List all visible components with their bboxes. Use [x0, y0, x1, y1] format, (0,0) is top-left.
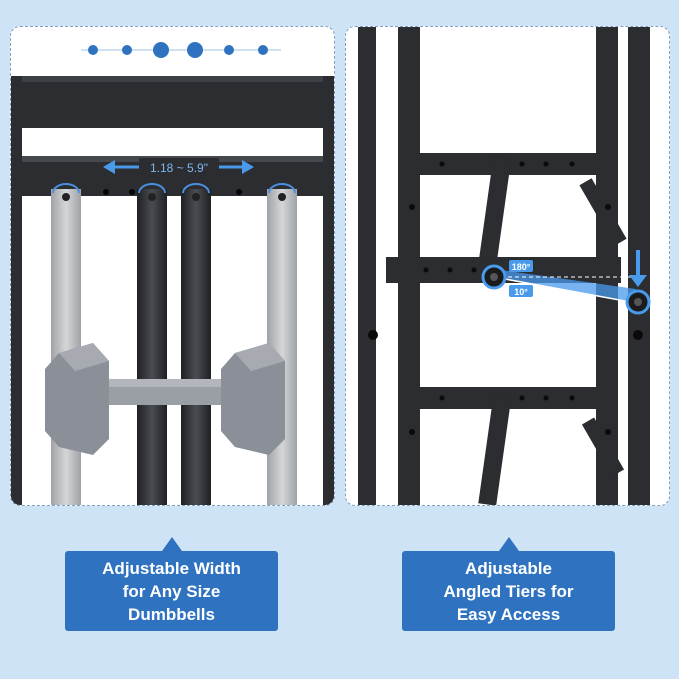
- angle-label-bottom: 10°: [514, 287, 528, 297]
- caption-line: Adjustable: [465, 558, 552, 578]
- carousel-dot: [224, 45, 234, 55]
- rack-top-frame: [11, 76, 334, 128]
- rack-right-post: [323, 76, 334, 505]
- angled-tier-illustration: 180° 10°: [358, 27, 651, 505]
- grey-support-bar: [51, 189, 81, 505]
- carousel-dot: [88, 45, 98, 55]
- caption-line: Angled Tiers for: [443, 581, 574, 601]
- caption-adjustable-width: Adjustable Width for Any Size Dumbbells: [65, 537, 278, 631]
- angled-tiers-panel: 180° 10°: [345, 26, 670, 506]
- carousel-dot: [122, 45, 132, 55]
- adjustment-holes: [103, 189, 242, 195]
- width-measure-label: 1.18 ~ 5.9": [150, 161, 208, 175]
- black-support-bar: [181, 189, 211, 505]
- angled-bar: [478, 156, 512, 264]
- caption-line: Adjustable Width: [102, 558, 241, 578]
- rack-post: [358, 27, 376, 505]
- carousel-dot: [153, 42, 169, 58]
- angled-bar: [478, 392, 512, 505]
- rack-left-post: [11, 76, 22, 505]
- tilt-angle-indicator: [481, 250, 651, 315]
- dumbbell: [45, 343, 285, 455]
- width-measure-arrow: [103, 158, 254, 176]
- caption-line: Dumbbells: [128, 604, 215, 624]
- black-support-bar: [137, 189, 167, 505]
- angle-label-top: 180°: [512, 262, 531, 272]
- caption-angled-tiers: Adjustable Angled Tiers for Easy Access: [402, 537, 615, 631]
- adjustable-width-panel: 1.18 ~ 5.9": [10, 26, 335, 506]
- carousel-dot: [187, 42, 203, 58]
- caption-line: Easy Access: [456, 604, 561, 624]
- rack-closeup-illustration: 1.18 ~ 5.9": [11, 42, 334, 505]
- carousel-dots: [81, 42, 281, 58]
- caption-line: for Any Size: [122, 581, 221, 601]
- carousel-dot: [258, 45, 268, 55]
